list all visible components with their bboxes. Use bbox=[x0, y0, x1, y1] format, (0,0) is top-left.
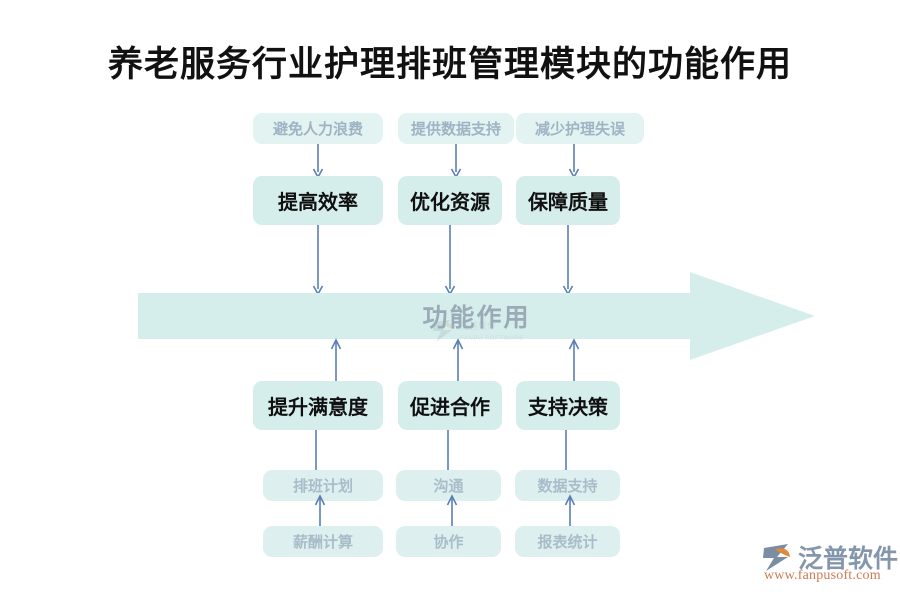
fanpu-logo-icon bbox=[762, 542, 796, 572]
lower-benefit-box-col2[interactable]: 促进合作 bbox=[398, 381, 502, 430]
benefit-box-col3[interactable]: 保障质量 bbox=[516, 176, 620, 225]
connector-satisfaction-to-banner-col1 bbox=[330, 338, 342, 386]
outcome-box-col1[interactable]: 避免人力浪费 bbox=[253, 113, 383, 144]
benefit-box-col2[interactable]: 优化资源 bbox=[398, 176, 502, 225]
connector-source-to-input-col2 bbox=[446, 494, 458, 528]
lower-benefit-box-col3[interactable]: 支持决策 bbox=[516, 381, 620, 430]
connector-source-to-input-col3 bbox=[564, 494, 576, 528]
source-box-col3[interactable]: 报表统计 bbox=[515, 526, 620, 557]
lower-benefit-box-col1[interactable]: 提升满意度 bbox=[253, 381, 383, 430]
connector-outcome-to-benefit-col2 bbox=[450, 144, 462, 178]
connector-input-to-lower-benefit-col1 bbox=[314, 430, 318, 470]
connector-cooperation-to-banner-col2 bbox=[452, 338, 464, 386]
connector-input-to-lower-benefit-col2 bbox=[446, 430, 450, 470]
brand-url: www.fanpusoft.com bbox=[764, 568, 881, 583]
brand-logo: 泛普软件 www.fanpusoft.com bbox=[762, 540, 898, 588]
connector-input-to-lower-benefit-col3 bbox=[564, 430, 568, 470]
brand-name: 泛普软件 bbox=[798, 545, 899, 573]
page-title: 养老服务行业护理排班管理模块的功能作用 bbox=[107, 45, 792, 84]
connector-source-to-input-col1 bbox=[314, 494, 326, 528]
source-box-col2[interactable]: 协作 bbox=[396, 526, 501, 557]
connector-outcome-to-benefit-col3 bbox=[568, 144, 580, 178]
connector-outcome-to-benefit-col1 bbox=[312, 144, 324, 178]
input-box-col1[interactable]: 排班计划 bbox=[263, 470, 383, 501]
benefit-box-col1[interactable]: 提高效率 bbox=[253, 176, 383, 225]
input-box-col2[interactable]: 沟通 bbox=[396, 470, 501, 501]
connector-decision-to-banner-col3 bbox=[568, 338, 580, 386]
outcome-box-col2[interactable]: 提供数据支持 bbox=[398, 113, 514, 144]
input-box-col3[interactable]: 数据支持 bbox=[515, 470, 620, 501]
center-banner-arrow bbox=[138, 272, 815, 360]
outcome-box-col3[interactable]: 减少护理失误 bbox=[516, 113, 644, 144]
source-box-col1[interactable]: 薪酬计算 bbox=[263, 526, 383, 557]
